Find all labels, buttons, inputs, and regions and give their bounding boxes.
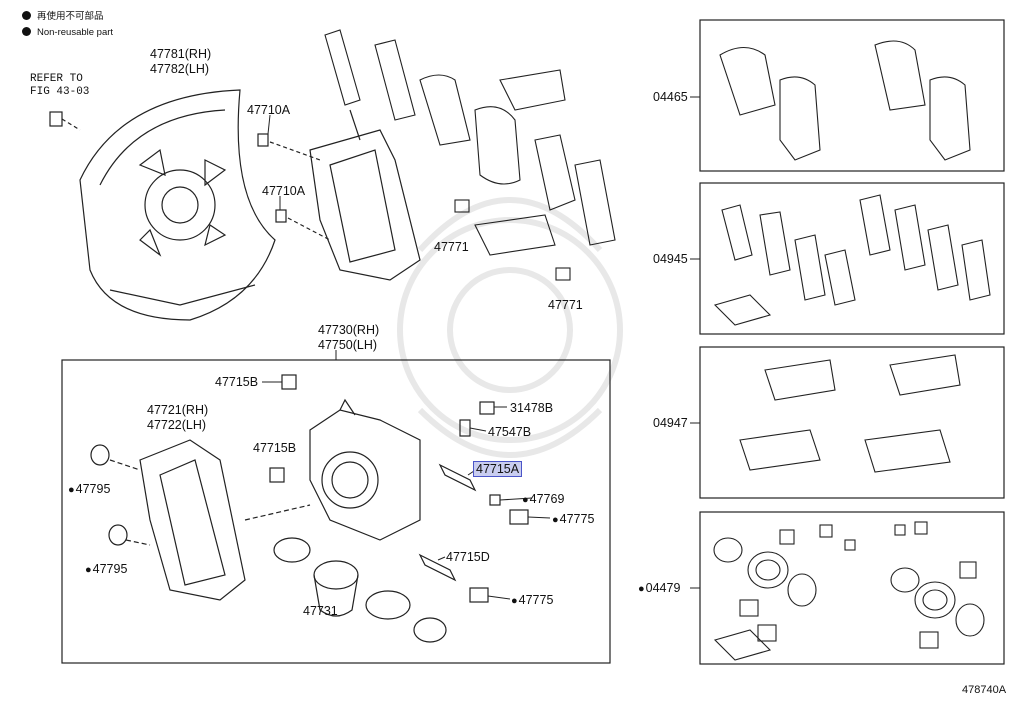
- part-label-47730[interactable]: 47730(RH): [318, 323, 380, 337]
- legend-jp: 再使用不可部品: [22, 10, 104, 24]
- kit-box-04479: [699, 511, 1005, 665]
- caliper-mounting-drawing: [309, 109, 421, 281]
- legend-dot-icon: [22, 11, 31, 20]
- kit-label-04947[interactable]: 04947: [653, 416, 688, 430]
- part-label-47715b-2[interactable]: 47715B: [253, 441, 297, 455]
- part-label-47769[interactable]: 47769: [522, 492, 565, 507]
- kit-box-04945: [699, 182, 1005, 335]
- kit-label-04479[interactable]: 04479: [638, 581, 681, 596]
- kit-label-04945[interactable]: 04945: [653, 252, 688, 266]
- refer-note-line2: FIG 43-03: [30, 86, 90, 98]
- kit-04947-drawing: [739, 354, 961, 473]
- piston-seal-drawing: [90, 374, 529, 643]
- part-label-31478b[interactable]: 31478B: [510, 401, 554, 415]
- kit-label-04465[interactable]: 04465: [653, 90, 688, 104]
- part-label-47731[interactable]: 47731: [303, 604, 338, 618]
- part-label-47795-1[interactable]: 47795: [68, 482, 111, 497]
- part-label-47771-1[interactable]: 47771: [434, 240, 469, 254]
- legend-dot-icon: [22, 27, 31, 36]
- figure-id: 478740A: [962, 684, 1007, 696]
- pad-shims-drawing: [324, 29, 616, 281]
- part-label-47771-2[interactable]: 47771: [548, 298, 583, 312]
- caliper-body-drawing: [309, 398, 421, 541]
- legend-jp-text: 再使用不可部品: [37, 11, 104, 22]
- kit-04465-drawing: [719, 40, 971, 161]
- refer-note-line1: REFER TO: [30, 73, 83, 85]
- part-label-47710a-2[interactable]: 47710A: [262, 184, 306, 198]
- bolt-drawing: [49, 111, 331, 241]
- part-label-47782[interactable]: 47782(LH): [150, 62, 210, 76]
- part-label-47781[interactable]: 47781(RH): [150, 47, 212, 61]
- part-label-47721[interactable]: 47721(RH): [147, 403, 209, 417]
- part-label-47547b[interactable]: 47547B: [488, 425, 532, 439]
- part-label-47722[interactable]: 47722(LH): [147, 418, 207, 432]
- part-label-47715a[interactable]: 47715A: [472, 461, 523, 477]
- kit-04479-drawing: [713, 521, 985, 661]
- watermark-emblem: [397, 197, 623, 458]
- part-label-47775-1[interactable]: 47775: [552, 512, 595, 527]
- dust-cover-drawing: [79, 89, 276, 321]
- highlighted-part-47715a[interactable]: 47715A: [472, 461, 523, 477]
- legend-en: Non-reusable part: [22, 26, 113, 40]
- kit-box-04465: [699, 19, 1005, 172]
- kit-04945-drawing: [713, 194, 991, 326]
- legend-en-text: Non-reusable part: [37, 27, 114, 38]
- part-label-47710a-1[interactable]: 47710A: [247, 103, 291, 117]
- part-label-47715b-1[interactable]: 47715B: [215, 375, 259, 389]
- torque-plate-drawing: [139, 439, 246, 601]
- leader-lines: [262, 96, 700, 600]
- part-label-47715d[interactable]: 47715D: [446, 550, 490, 564]
- kit-box-04947: [699, 346, 1005, 499]
- part-label-47795-2[interactable]: 47795: [85, 562, 128, 577]
- part-label-47775-2[interactable]: 47775: [511, 593, 554, 608]
- part-label-47750[interactable]: 47750(LH): [318, 338, 378, 352]
